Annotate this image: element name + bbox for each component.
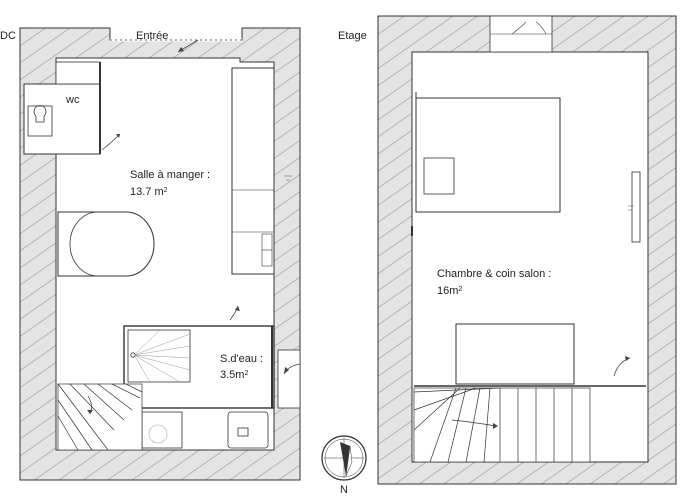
toilet-icon <box>27 105 53 137</box>
bedroom-label: Chambre & coin salon : <box>437 268 552 280</box>
wardrobe <box>631 171 641 243</box>
bedroom-area-unit-exp: 2 <box>458 286 463 293</box>
shower-room-label: S.d'eau : <box>220 353 264 365</box>
dining-room-area: 13.7 m2 <box>130 186 168 199</box>
entrance-label: Entrée <box>136 30 169 42</box>
dining-area-value: 13.7 m <box>130 186 164 198</box>
compass-icon <box>321 435 367 481</box>
wc-partition <box>55 61 101 85</box>
dining-area-unit-exp: 2 <box>163 187 168 194</box>
ground-floor-walls <box>19 27 301 481</box>
compass-north-label: N <box>340 484 348 496</box>
bedroom-area-value: 16m <box>437 285 459 297</box>
wc-label: wc <box>66 94 80 106</box>
washing-machine <box>141 411 183 449</box>
dining-room-label: Salle à manger : <box>130 169 211 181</box>
bed <box>415 97 561 213</box>
bedroom-area: 16m2 <box>437 285 462 298</box>
kitchen-counter <box>231 67 275 275</box>
shower-area-value: 3.5m <box>220 369 245 381</box>
ground-floor-stairs <box>57 383 143 451</box>
ground-floor-title: DC <box>0 30 16 42</box>
upper-floor-walls <box>377 15 677 485</box>
upper-floor-plan <box>377 15 677 485</box>
dining-table <box>57 211 155 277</box>
ground-floor-plan <box>19 27 301 481</box>
shower-area-unit-exp: 2 <box>244 370 249 377</box>
upper-floor-title: Etage <box>338 30 367 42</box>
upper-floor-stairs <box>413 387 591 463</box>
shower-room-area: 3.5m2 <box>220 369 248 382</box>
nightstand <box>423 157 455 195</box>
sofa <box>455 323 575 385</box>
